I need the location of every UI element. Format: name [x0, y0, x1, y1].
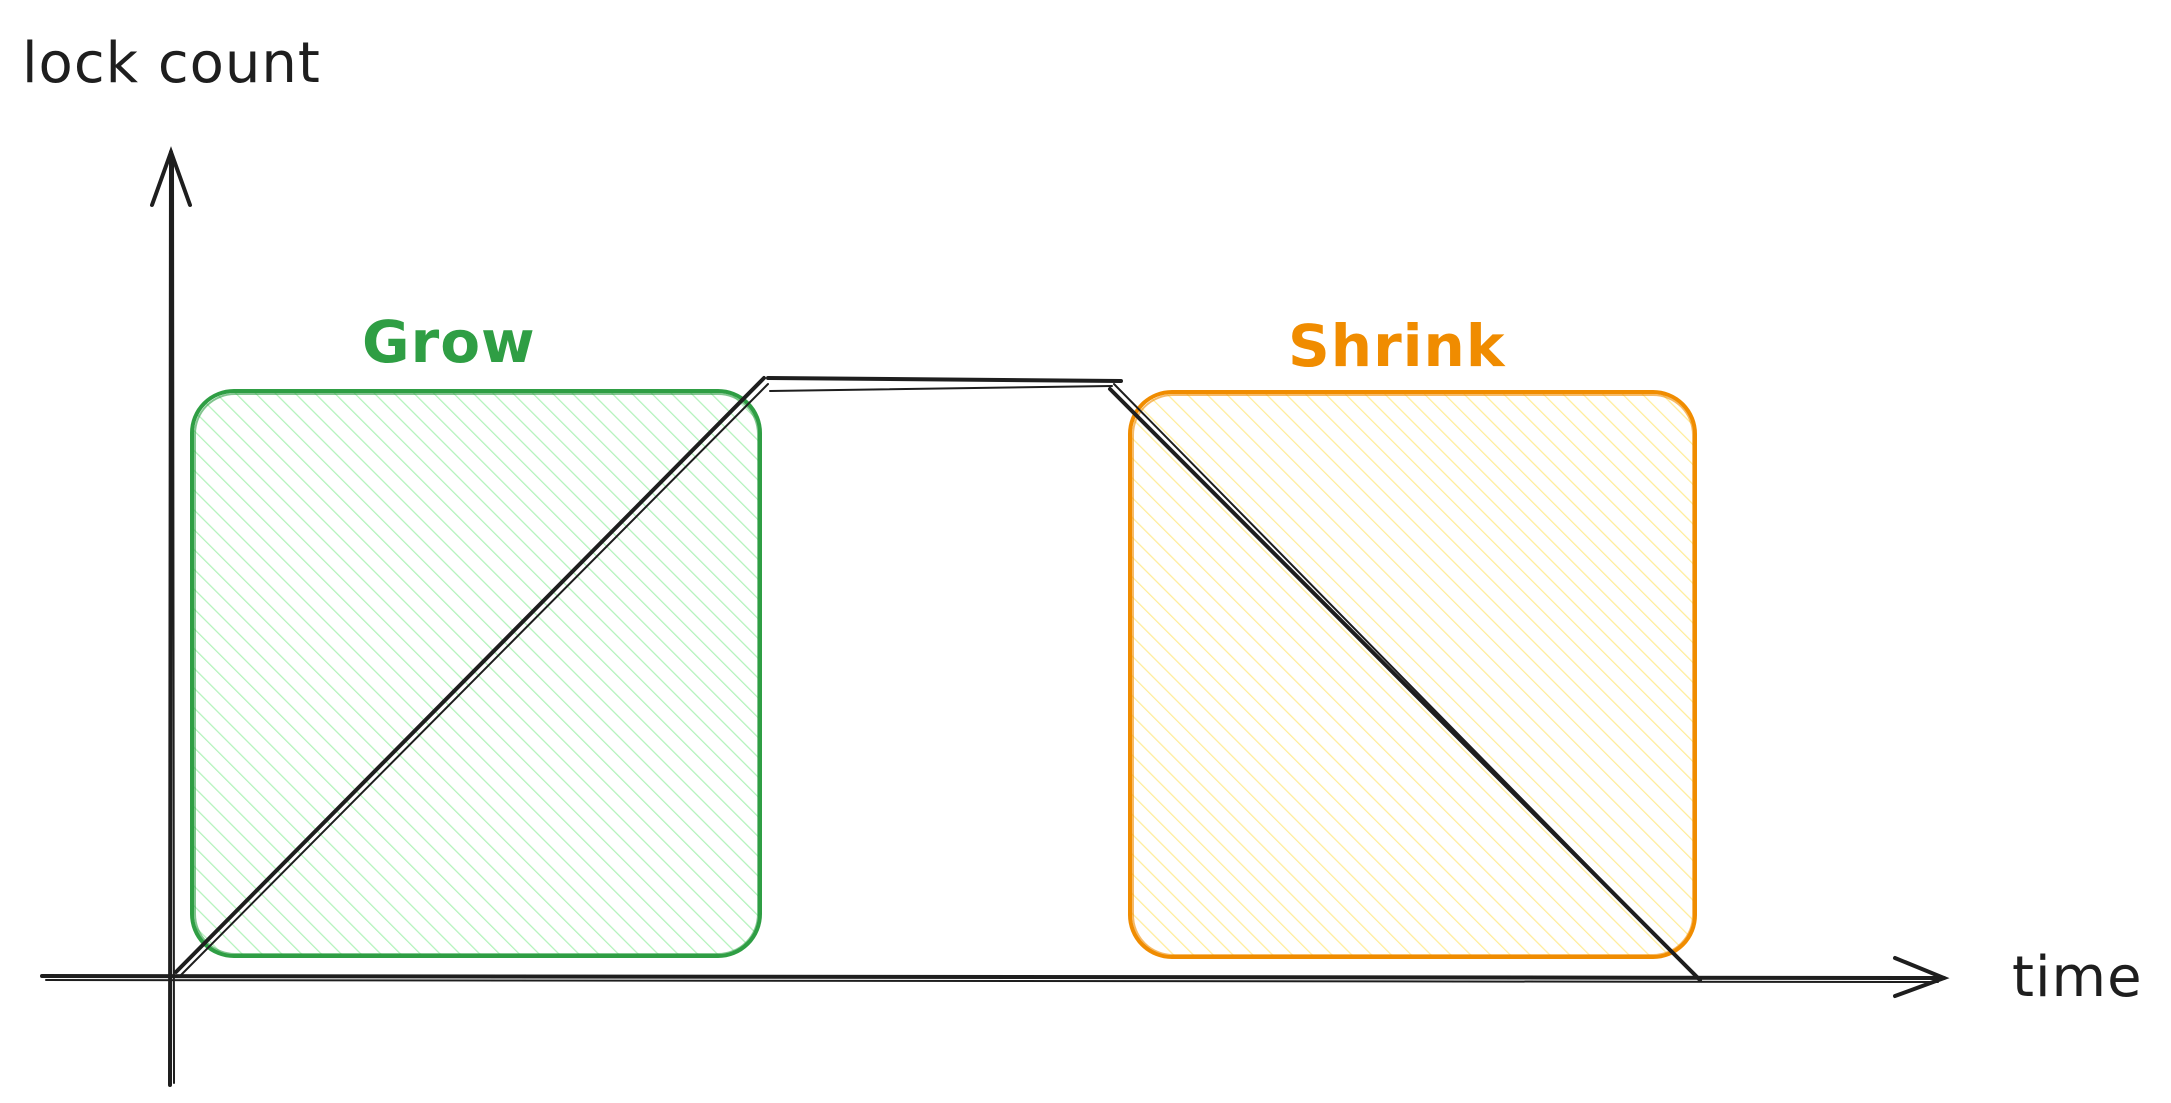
- grow-phase-label: Grow: [362, 308, 536, 376]
- lock-count-curve: [174, 376, 1702, 982]
- shrink-phase-box: [1128, 390, 1697, 959]
- x-axis-label: time: [2012, 945, 2143, 1010]
- plateau-segment: [766, 376, 1123, 383]
- shrink-phase-region: Shrink: [1128, 312, 1697, 959]
- x-axis: [40, 956, 1950, 998]
- y-axis-arrowhead: [150, 146, 192, 207]
- y-axis: [150, 146, 192, 1087]
- shrink-phase-label: Shrink: [1288, 312, 1506, 380]
- grow-phase-region: Grow: [190, 308, 762, 958]
- y-axis-label: lock count: [22, 31, 321, 96]
- growing-segment: [174, 376, 766, 974]
- x-axis-arrowhead: [1893, 956, 1950, 998]
